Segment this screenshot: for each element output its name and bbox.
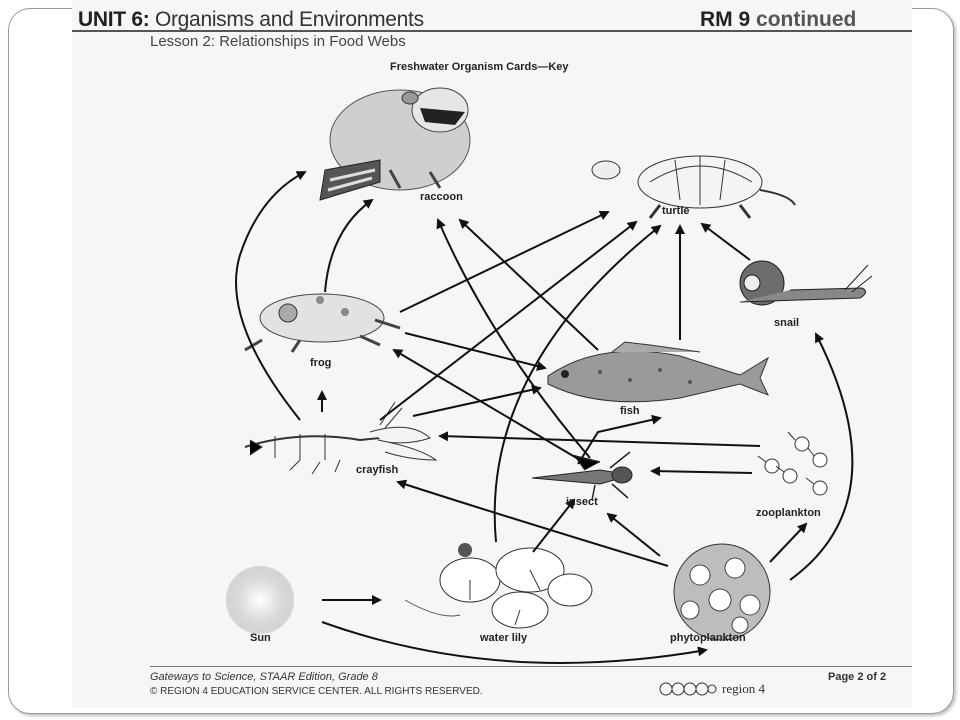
label-zooplankton: zooplankton (756, 507, 821, 519)
label-turtle: turtle (662, 205, 690, 217)
label-water-lily: water lily (479, 632, 528, 644)
footer-page-number: Page 2 of 2 (828, 671, 887, 683)
zooplankton-illustration (757, 431, 828, 496)
turtle-illustration (591, 155, 796, 219)
lesson-title: Lesson 2: Relationships in Food Webs (150, 33, 406, 50)
region4-logo-text: region 4 (722, 681, 765, 696)
water-lily-illustration (404, 543, 593, 629)
label-phytoplankton: phytoplankton (670, 632, 746, 644)
label-raccoon: raccoon (420, 191, 463, 203)
label-sun: Sun (250, 632, 271, 644)
crayfish-illustration (244, 401, 438, 475)
resource-label: RM 9 continued (700, 8, 857, 31)
frog-illustration (244, 293, 401, 353)
raccoon-illustration (319, 87, 471, 201)
label-frog: frog (310, 357, 331, 369)
snail-illustration (739, 260, 873, 306)
footer-rule (150, 666, 912, 667)
region4-logo-icon (659, 682, 717, 696)
unit-title: UNIT 6: Organisms and Environments (78, 8, 424, 31)
label-insect: insect (566, 496, 598, 508)
sun-illustration (226, 566, 294, 634)
label-snail: snail (774, 317, 799, 329)
region4-logo: region 4 (658, 678, 765, 700)
card-title: Freshwater Organism Cards—Key (390, 61, 569, 73)
label-crayfish: crayfish (356, 464, 398, 476)
fish-illustration (547, 341, 770, 403)
food-web-arrows (235, 171, 854, 664)
label-fish: fish (620, 405, 640, 417)
footer-book-title: Gateways to Science, STAAR Edition, Grad… (150, 671, 378, 683)
footer-copyright: © REGION 4 EDUCATION SERVICE CENTER. ALL… (150, 686, 483, 697)
header-rule (72, 30, 912, 32)
phytoplankton-illustration (673, 543, 771, 641)
